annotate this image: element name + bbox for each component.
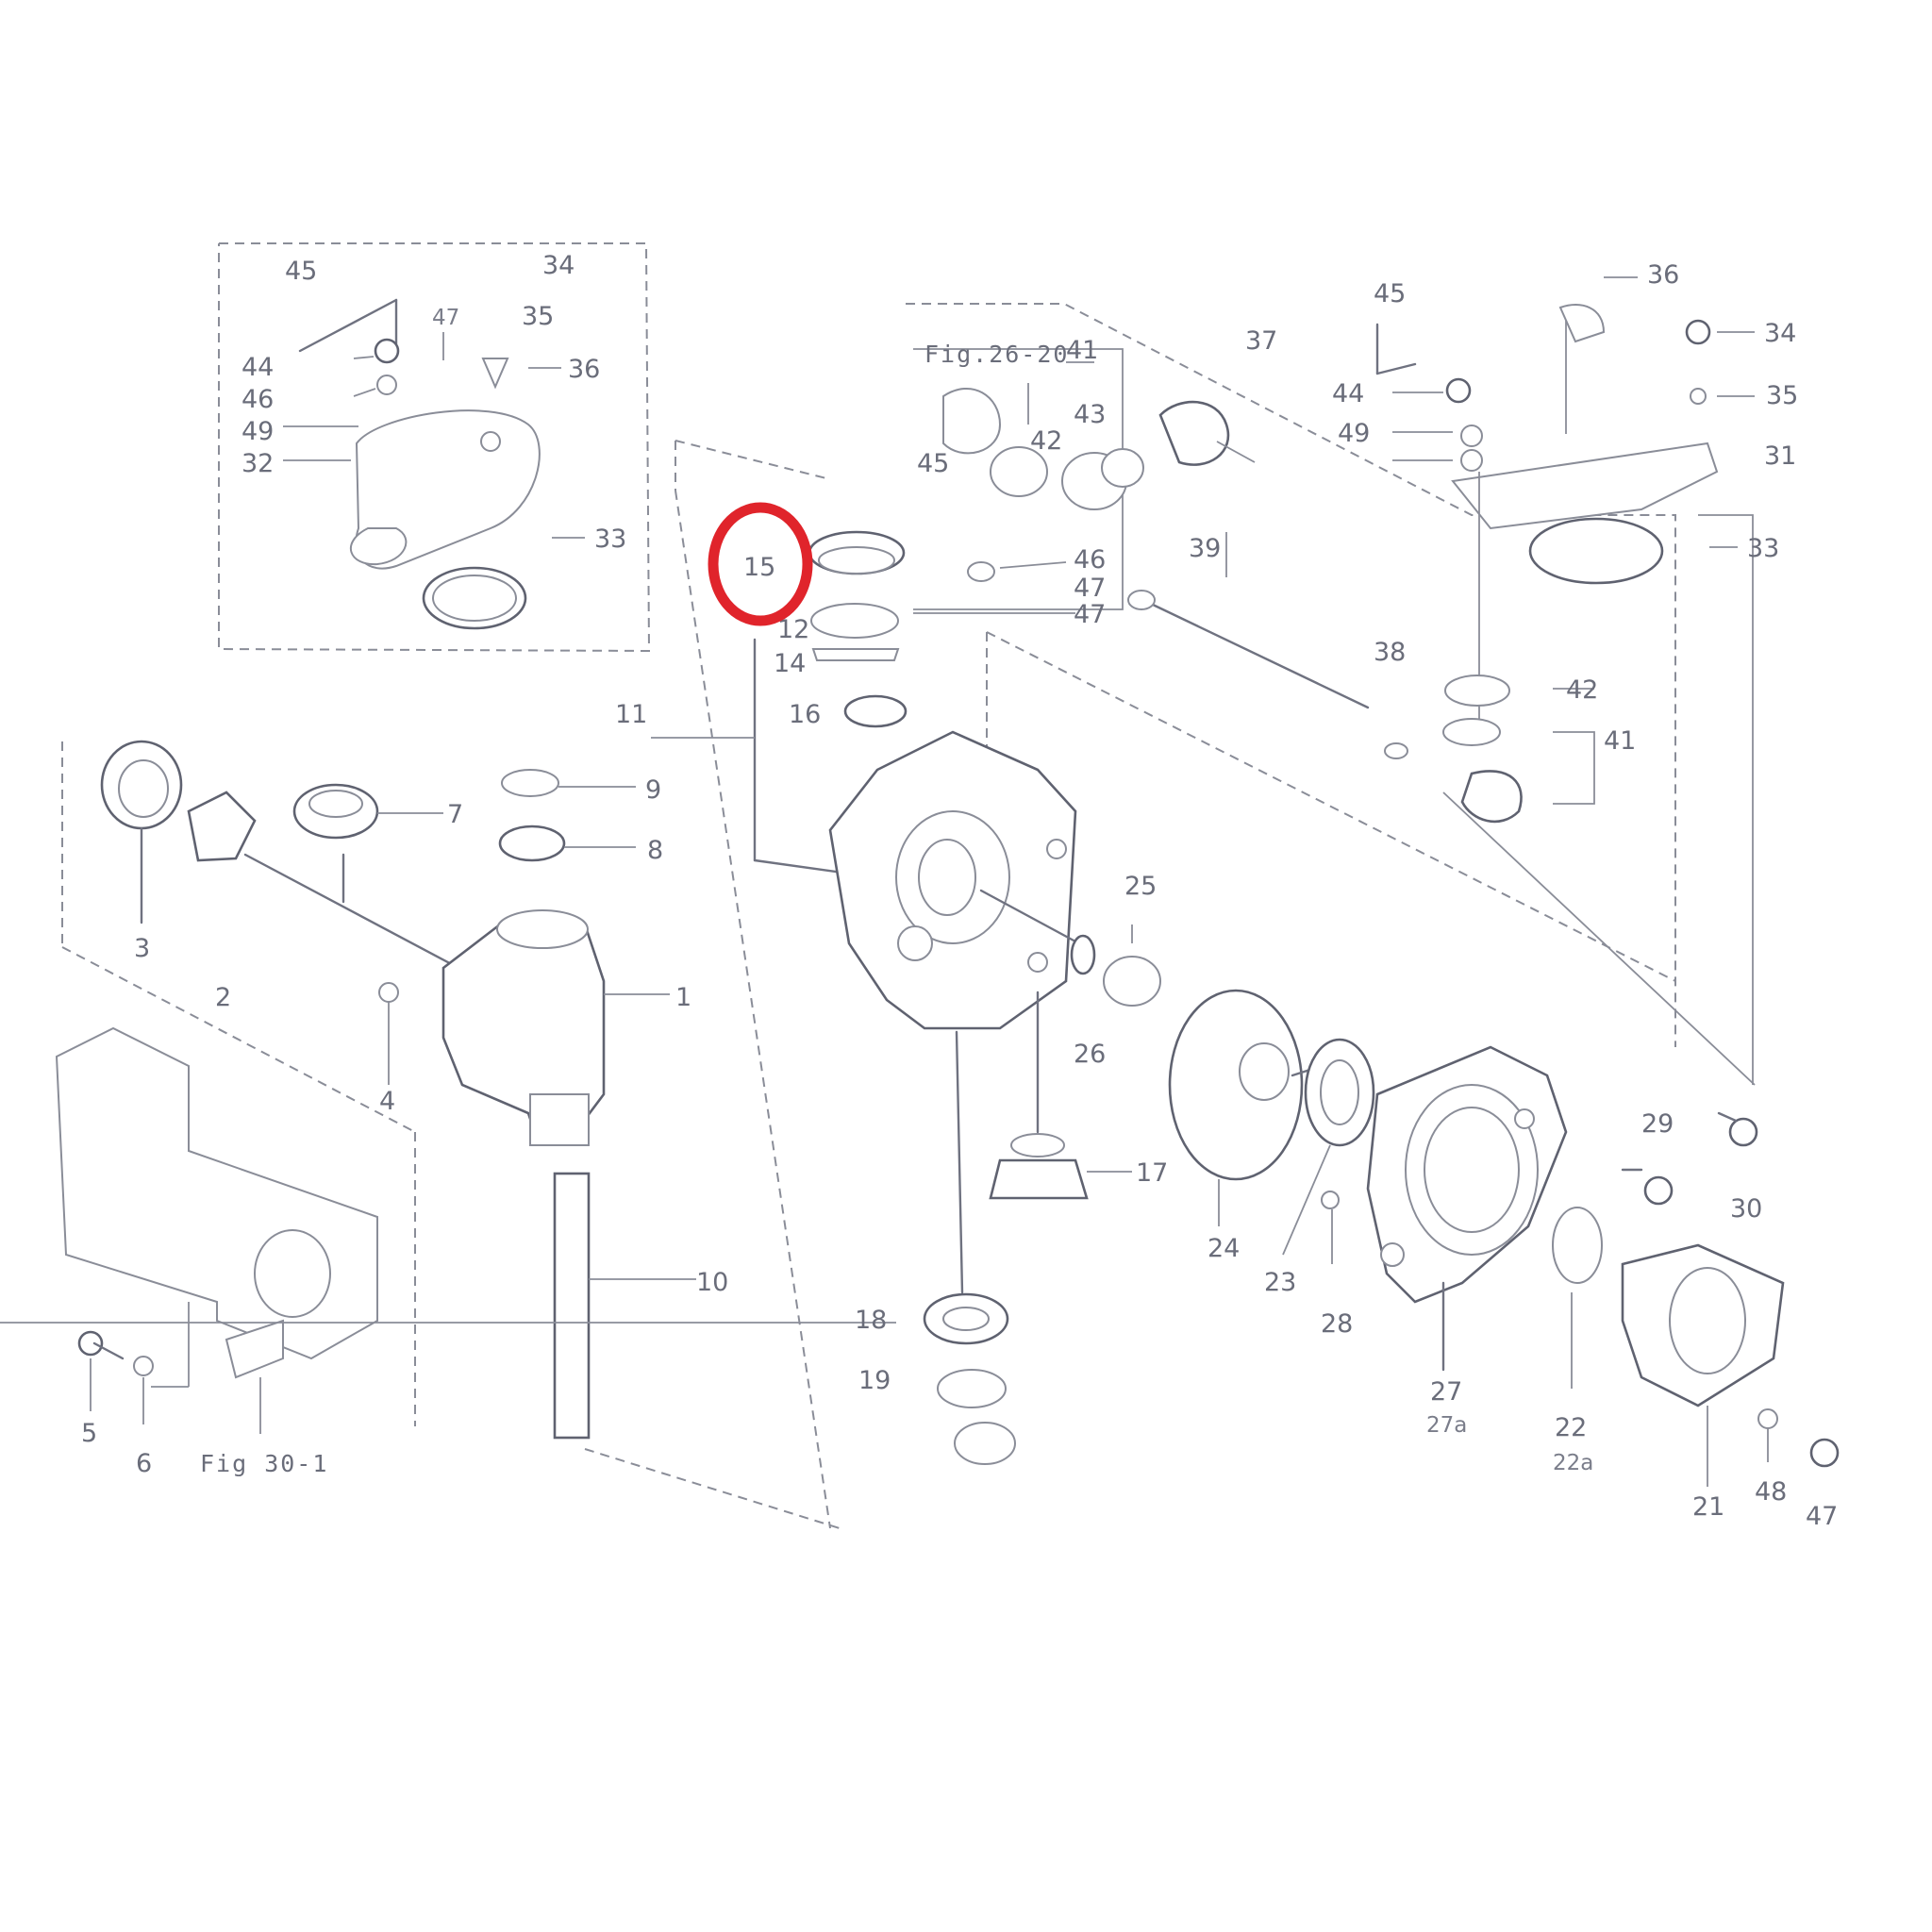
callout-33-right: 33 <box>1747 534 1779 563</box>
right-subassembly <box>1375 276 1755 824</box>
callout-17: 17 <box>1136 1158 1168 1188</box>
callout-47-upper: 47 <box>1074 574 1106 603</box>
callout-44: 44 <box>242 353 274 382</box>
callout-45-right: 45 <box>1374 279 1406 308</box>
callout-1: 1 <box>675 983 691 1012</box>
callout-24: 24 <box>1208 1234 1240 1263</box>
callout-14: 14 <box>774 649 806 678</box>
callout-37: 37 <box>1245 326 1277 356</box>
figure-ref-upper: Fig.26-20 <box>924 341 1069 368</box>
callout-36-right: 36 <box>1647 260 1679 290</box>
callout-36: 36 <box>568 355 600 384</box>
callout-11: 11 <box>615 700 647 729</box>
callout-43: 43 <box>1074 400 1106 429</box>
callout-49: 49 <box>242 417 274 446</box>
callout-42: 42 <box>1030 426 1062 456</box>
callout-21: 21 <box>1692 1492 1724 1522</box>
callout-46-upper: 46 <box>1074 545 1106 575</box>
callout-15-highlighted: 15 <box>743 553 775 582</box>
center-stack <box>651 530 1096 1030</box>
callout-45-upper: 45 <box>917 449 949 478</box>
callout-41: 41 <box>1066 336 1098 365</box>
callout-4: 4 <box>379 1087 395 1116</box>
frame-lines <box>61 303 1756 1529</box>
right-subassembly-labels: 45 36 34 35 31 33 44 49 38 42 41 <box>1332 260 1798 756</box>
callout-31: 31 <box>1764 441 1796 471</box>
callout-46: 46 <box>242 385 274 414</box>
callout-47-inset: 47 <box>432 306 459 330</box>
callout-23: 23 <box>1264 1268 1296 1297</box>
callout-27: 27 <box>1430 1377 1462 1407</box>
callout-47: 47 <box>1806 1502 1838 1531</box>
lower-left-block <box>55 1026 378 1434</box>
center-stack-labels: 12 14 16 11 <box>615 615 821 729</box>
callout-10: 10 <box>696 1268 728 1297</box>
callout-44-right: 44 <box>1332 379 1364 408</box>
figure-ref-lower-left: Fig 30-1 <box>200 1450 328 1477</box>
lower-left-block-labels: 5 6 Fig 30-1 <box>81 1419 328 1478</box>
lower-right-parts <box>1321 1045 1840 1487</box>
callout-16: 16 <box>789 700 821 729</box>
callout-34-right: 34 <box>1764 319 1796 348</box>
callout-33: 33 <box>594 525 626 554</box>
inset-parts <box>283 298 585 630</box>
lower-center-parts <box>0 924 1375 1465</box>
callout-35-right: 35 <box>1766 381 1798 410</box>
callout-46-right-b: 49 <box>1338 419 1370 448</box>
callout-22a: 22a <box>1553 1451 1593 1475</box>
left-gear-train <box>100 740 696 1440</box>
callout-25: 25 <box>1124 872 1157 901</box>
callout-7: 7 <box>447 800 463 829</box>
callout-9: 9 <box>645 775 661 805</box>
callout-26: 26 <box>1074 1040 1106 1069</box>
callout-39: 39 <box>1189 534 1221 563</box>
callout-42-right: 42 <box>1566 675 1598 705</box>
upper-subassembly-labels: Fig.26-20 41 37 43 42 45 46 47 47 39 <box>917 326 1277 629</box>
callout-48: 48 <box>1755 1477 1787 1507</box>
callout-8: 8 <box>647 836 663 865</box>
callout-19: 19 <box>858 1366 891 1395</box>
callout-6: 6 <box>136 1449 152 1478</box>
callout-18: 18 <box>855 1306 887 1335</box>
upper-subassembly <box>913 348 1370 709</box>
callout-27a: 27a <box>1426 1413 1467 1438</box>
callout-41-right: 41 <box>1604 726 1636 756</box>
inset-frame <box>218 242 651 653</box>
left-gear-train-labels: 3 2 7 9 8 1 4 10 <box>134 775 728 1297</box>
lower-right-labels: 28 27 27a 22 22a 21 29 30 48 47 <box>1321 1109 1838 1531</box>
callout-45: 45 <box>285 257 317 286</box>
callout-35: 35 <box>522 302 554 331</box>
callout-28: 28 <box>1321 1309 1353 1339</box>
callout-34: 34 <box>542 251 575 280</box>
callout-38: 38 <box>1374 638 1406 667</box>
highlight-marker: 15 <box>708 502 813 626</box>
callout-29: 29 <box>1641 1109 1674 1139</box>
callout-5: 5 <box>81 1419 97 1448</box>
callout-3: 3 <box>134 934 150 963</box>
callout-32: 32 <box>242 449 274 478</box>
callout-2: 2 <box>215 983 231 1012</box>
callout-47-upper-b: 47 <box>1074 600 1106 629</box>
lower-center-labels: 25 26 17 18 19 24 23 <box>855 872 1296 1395</box>
callout-22: 22 <box>1555 1413 1587 1442</box>
inset-labels: 45 34 35 44 46 49 32 36 33 47 <box>242 251 626 554</box>
callout-30: 30 <box>1730 1194 1762 1224</box>
